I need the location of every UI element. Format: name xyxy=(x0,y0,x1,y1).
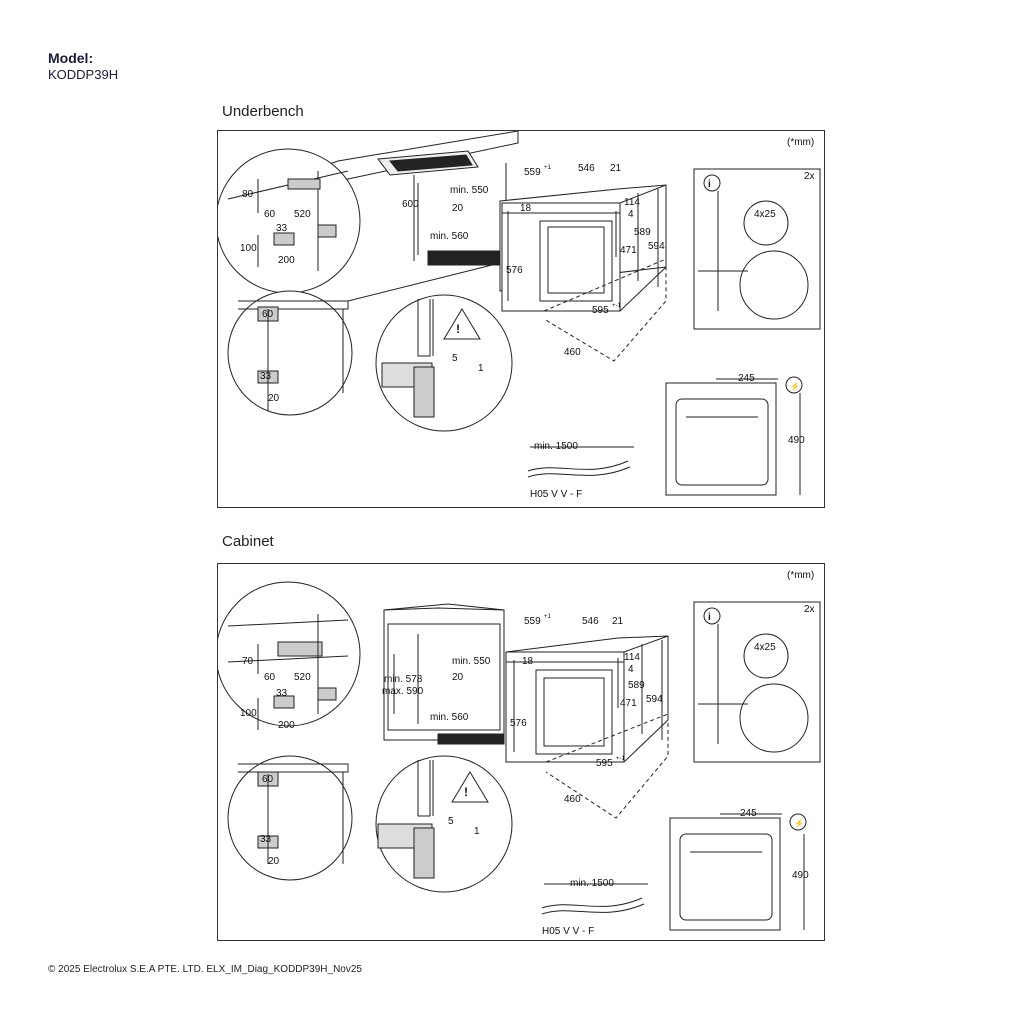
dim-471: 471 xyxy=(620,245,637,256)
unit-note: (*mm) xyxy=(787,137,814,148)
dim-600: 600 xyxy=(402,199,419,210)
info-icon: i xyxy=(708,179,711,190)
cable-type-label: H05 V V - F xyxy=(542,926,594,937)
dim-4: 4 xyxy=(628,209,634,220)
dim-589: 589 xyxy=(634,227,651,238)
count-note: 2x xyxy=(804,171,815,182)
dim-20: 20 xyxy=(452,203,464,214)
dim-21: 21 xyxy=(610,163,622,174)
dim-60-side: 60 xyxy=(262,309,274,320)
power-icon: ⚡ xyxy=(790,381,800,391)
dim-200: 200 xyxy=(278,720,295,731)
dim-559: 559 xyxy=(524,167,541,178)
cable-type-label: H05 V V - F xyxy=(530,489,582,500)
cabinet-diagram-panel: (*mm) 2x i 4x25 min. 1500 H05 V V - F ! … xyxy=(217,563,825,941)
unit-note: (*mm) xyxy=(787,570,814,581)
dim-20-side: 20 xyxy=(268,393,280,404)
dim-595: 595 xyxy=(592,305,609,316)
dim-18: 18 xyxy=(520,203,532,214)
dim-200: 200 xyxy=(278,255,295,266)
dim-559-tolerance: +1 xyxy=(544,614,552,620)
section-title-cabinet: Cabinet xyxy=(222,533,274,550)
dim-60-side: 60 xyxy=(262,774,274,785)
dim-min-550: min. 550 xyxy=(450,185,489,196)
dim-5: 5 xyxy=(452,353,458,364)
dim-245: 245 xyxy=(738,373,755,384)
section-title-underbench: Underbench xyxy=(222,103,304,120)
dim-18: 18 xyxy=(522,656,534,667)
dim-594: 594 xyxy=(646,694,663,705)
underbench-diagram: (*mm) 2x i 4x25 min. 1500 H05 V V - F ! … xyxy=(218,131,821,500)
count-note: 2x xyxy=(804,604,815,615)
dim-245: 245 xyxy=(740,808,757,819)
cable-min-label: min. 1500 xyxy=(534,441,578,452)
dim-33-side: 33 xyxy=(260,371,272,382)
dim-min-560: min. 560 xyxy=(430,712,469,723)
dim-max-590: max. 590 xyxy=(382,686,424,697)
dim-33: 33 xyxy=(276,688,288,699)
dim-595: 595 xyxy=(596,758,613,769)
dim-576: 576 xyxy=(510,718,527,729)
screw-label: 4x25 xyxy=(754,209,776,220)
dim-594: 594 xyxy=(648,241,665,252)
power-icon: ⚡ xyxy=(794,818,804,828)
dim-490: 490 xyxy=(792,870,809,881)
dim-min-550: min. 550 xyxy=(452,656,491,667)
warning-icon: ! xyxy=(464,785,468,799)
dim-33-side: 33 xyxy=(260,834,272,845)
dim-546: 546 xyxy=(578,163,595,174)
dim-70: 70 xyxy=(242,656,254,667)
dim-559-tolerance: +1 xyxy=(544,165,552,171)
dim-559: 559 xyxy=(524,616,541,627)
dim-100: 100 xyxy=(240,243,257,254)
dim-114: 114 xyxy=(624,197,640,208)
screw-label: 4x25 xyxy=(754,642,776,653)
dim-520: 520 xyxy=(294,209,311,220)
dim-min-560: min. 560 xyxy=(430,231,469,242)
dim-60: 60 xyxy=(264,209,276,220)
info-icon: i xyxy=(708,612,711,623)
dim-460: 460 xyxy=(564,347,581,358)
dim-min-578: min. 578 xyxy=(384,674,423,685)
dim-490: 490 xyxy=(788,435,805,446)
dim-520: 520 xyxy=(294,672,311,683)
underbench-diagram-panel: (*mm) 2x i 4x25 min. 1500 H05 V V - F ! … xyxy=(217,130,825,508)
warning-icon: ! xyxy=(456,322,460,336)
dim-100: 100 xyxy=(240,708,257,719)
dim-114: 114 xyxy=(624,652,640,663)
footer-copyright: © 2025 Electrolux S.E.A PTE. LTD. ELX_IM… xyxy=(48,964,362,975)
dim-576: 576 xyxy=(506,265,523,276)
dim-4: 4 xyxy=(628,664,634,675)
dim-595-tolerance: +-1 xyxy=(612,303,622,309)
dim-460: 460 xyxy=(564,794,581,805)
dim-60: 60 xyxy=(264,672,276,683)
dim-595-tolerance: +-1 xyxy=(616,756,626,762)
dim-20: 20 xyxy=(452,672,464,683)
dim-33: 33 xyxy=(276,223,288,234)
model-code: KODDP39H xyxy=(48,67,119,82)
dim-471: 471 xyxy=(620,698,637,709)
cabinet-diagram: (*mm) 2x i 4x25 min. 1500 H05 V V - F ! … xyxy=(218,570,821,937)
dim-1: 1 xyxy=(478,363,484,374)
dim-546: 546 xyxy=(582,616,599,627)
dim-1: 1 xyxy=(474,826,480,837)
dim-80: 80 xyxy=(242,189,254,200)
model-label: Model: xyxy=(48,50,94,66)
cable-min-label: min. 1500 xyxy=(570,878,614,889)
dim-5: 5 xyxy=(448,816,454,827)
dim-21: 21 xyxy=(612,616,624,627)
dim-20-side: 20 xyxy=(268,856,280,867)
dim-589: 589 xyxy=(628,680,645,691)
